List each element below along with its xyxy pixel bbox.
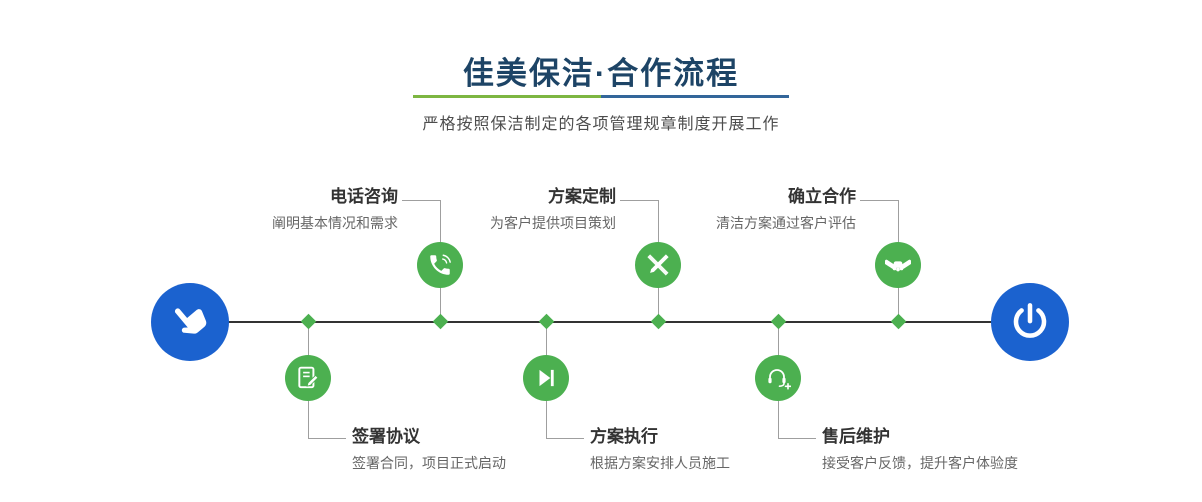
step-node-contract: [285, 355, 331, 401]
step-establish-cooperation: 确立合作 清洁方案通过客户评估: [716, 186, 856, 232]
step-sign-agreement: 签署协议 签署合同，项目正式启动: [352, 426, 506, 472]
connector-line: [308, 438, 346, 439]
divider-blue-segment: [601, 95, 789, 98]
connector-line: [860, 200, 898, 201]
phone-icon: [427, 252, 453, 278]
step-title: 方案执行: [590, 427, 658, 446]
step-plan-execution: 方案执行 根据方案安排人员施工: [590, 426, 730, 472]
step-title: 售后维护: [822, 427, 890, 446]
divider-green-segment: [413, 95, 601, 98]
step-title: 确立合作: [788, 187, 856, 206]
step-title: 签署协议: [352, 427, 420, 446]
step-title: 方案定制: [548, 187, 616, 206]
hand-pointer-icon: [169, 301, 211, 343]
step-node-cooperation: [875, 242, 921, 288]
timeline-line: [190, 321, 1030, 323]
step-node-aftersales: [755, 355, 801, 401]
timeline-node-marker: [650, 313, 667, 330]
step-node-execute: [523, 355, 569, 401]
connector-line: [620, 200, 658, 201]
power-icon: [1009, 301, 1051, 343]
contract-icon: [295, 365, 321, 391]
handshake-icon: [885, 252, 911, 278]
connector-line: [546, 438, 584, 439]
step-desc: 根据方案安排人员施工: [590, 455, 730, 471]
step-desc: 阐明基本情况和需求: [272, 215, 398, 231]
step-plan-customize: 方案定制 为客户提供项目策划: [490, 186, 616, 232]
headset-icon: [765, 365, 791, 391]
title-divider: [413, 95, 789, 98]
step-title: 电话咨询: [330, 187, 398, 206]
step-desc: 为客户提供项目策划: [490, 215, 616, 231]
connector-line: [778, 438, 816, 439]
step-desc: 接受客户反馈，提升客户体验度: [822, 455, 1018, 471]
step-desc: 清洁方案通过客户评估: [716, 215, 856, 231]
step-aftersales-maintenance: 售后维护 接受客户反馈，提升客户体验度: [822, 426, 1018, 472]
step-phone-consult: 电话咨询 阐明基本情况和需求: [272, 186, 398, 232]
timeline-node-marker: [890, 313, 907, 330]
timeline-node-marker: [538, 313, 555, 330]
timeline-node-marker: [300, 313, 317, 330]
step-node-design: [635, 242, 681, 288]
design-tools-icon: [645, 252, 671, 278]
step-desc: 签署合同，项目正式启动: [352, 455, 506, 471]
timeline-node-marker: [770, 313, 787, 330]
timeline-end-node: [991, 283, 1069, 361]
timeline-start-node: [151, 283, 229, 361]
page-title: 佳美保洁·合作流程: [462, 56, 740, 91]
connector-line: [402, 200, 440, 201]
timeline-node-marker: [432, 313, 449, 330]
step-node-phone: [417, 242, 463, 288]
page-subtitle: 严格按照保洁制定的各项管理规章制度开展工作: [422, 116, 780, 133]
play-next-icon: [533, 365, 559, 391]
